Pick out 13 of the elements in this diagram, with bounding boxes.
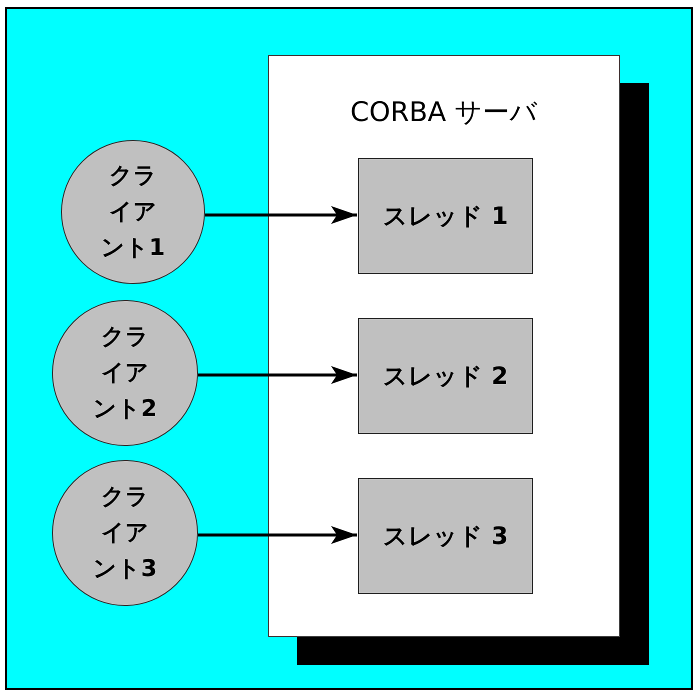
thread-label: スレッド 1: [382, 201, 508, 232]
thread-box: [358, 318, 533, 434]
arrow: [198, 366, 357, 384]
client-label: クライアント3: [92, 483, 158, 584]
thread-box: [358, 478, 533, 594]
client-label: クライアント1: [100, 162, 166, 263]
thread-label: スレッド 2: [382, 361, 508, 392]
server-title: CORBA サーバ: [349, 96, 539, 130]
thread-label: スレッド 3: [382, 521, 508, 552]
client-label: クライアント2: [92, 323, 158, 424]
arrow: [198, 526, 357, 544]
thread-box: [358, 158, 533, 274]
arrow: [204, 206, 357, 224]
